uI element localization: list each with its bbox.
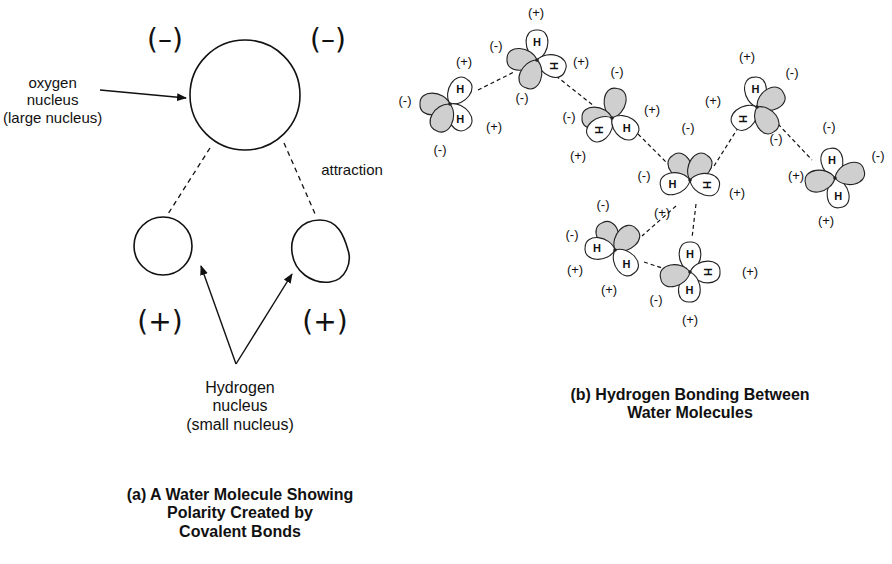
- charge-sign: (+): [644, 103, 660, 118]
- oxygen-center: [448, 102, 452, 106]
- charge-sign: (-): [563, 110, 576, 125]
- charge-sign: (–): [147, 24, 183, 56]
- charge-sign: (+): [742, 265, 758, 280]
- charge-sign: (-): [650, 293, 663, 308]
- hydrogen-bonds: [478, 72, 812, 270]
- charge-sign: (+): [567, 263, 583, 278]
- oxygen-center: [613, 248, 617, 252]
- water-molecules: [420, 30, 867, 302]
- charge-sign: (+): [729, 186, 745, 201]
- hydrogen-lobe: [584, 237, 616, 261]
- hydrogen-lobe: [606, 109, 643, 144]
- charge-sign: (+): [137, 306, 182, 338]
- part-label: attraction: [321, 161, 383, 178]
- hydrogen-circle: [134, 217, 192, 275]
- charge-sign: (-): [786, 66, 799, 81]
- figure-caption: (b) Hydrogen Bonding Between Water Molec…: [570, 386, 809, 423]
- figure-caption: (a) A Water Molecule Showing Polarity Cr…: [127, 486, 354, 541]
- charge-sign: (+): [486, 120, 502, 135]
- hydrogen-symbol: H: [623, 122, 631, 135]
- charge-sign: (+): [818, 214, 834, 229]
- charge-sign: (–): [310, 24, 346, 56]
- charge-sign: (+): [788, 169, 804, 184]
- hydrogen-symbol: H: [592, 126, 605, 134]
- charge-sign: (+): [570, 149, 586, 164]
- charge-sign: (-): [770, 132, 783, 147]
- hydrogen-lobe: [687, 169, 722, 198]
- charge-sign: (-): [597, 198, 610, 213]
- hydrogen-symbol: H: [701, 181, 714, 189]
- oxygen-center: [755, 105, 759, 109]
- charge-sign: (-): [434, 143, 447, 158]
- leader-arrow: [100, 90, 186, 98]
- charge-sign: (+): [302, 306, 347, 338]
- lone-pair-lobe: [426, 99, 459, 136]
- hydrogen-lobe: [607, 243, 643, 280]
- hydrogen-symbol: H: [685, 284, 693, 297]
- charge-sign: (-): [490, 39, 503, 54]
- charge-sign: (+): [573, 55, 589, 70]
- charge-sign: (-): [611, 65, 624, 80]
- hydrogen-circle: [292, 220, 349, 282]
- charge-sign: (+): [682, 313, 698, 328]
- oxygen-center: [833, 176, 837, 180]
- charge-sign: (+): [456, 55, 472, 70]
- charge-sign: (-): [872, 149, 885, 164]
- oxygen-center: [610, 116, 614, 120]
- oxygen-circle: [190, 40, 300, 150]
- hydrogen-symbol: H: [456, 83, 464, 96]
- hydrogen-symbol: H: [828, 154, 836, 167]
- charge-sign: (+): [601, 283, 617, 298]
- charge-sign: (+): [739, 50, 755, 65]
- hydrogen-symbol: H: [623, 257, 631, 270]
- hydrogen-symbol: H: [686, 248, 694, 261]
- hydrogen-symbol: H: [834, 189, 842, 202]
- charge-sign: (-): [516, 91, 529, 106]
- part-label: Hydrogen nucleus (small nucleus): [186, 379, 294, 434]
- lone-pair-lobe: [804, 167, 837, 194]
- charge-sign: (-): [638, 169, 651, 184]
- hydrogen-symbol: H: [702, 268, 715, 276]
- charge-sign: (+): [654, 206, 670, 221]
- attraction-line: [284, 143, 316, 216]
- oxygen-center: [688, 270, 692, 274]
- hydrogen-symbol: H: [593, 242, 601, 255]
- leader-arrow: [236, 274, 292, 364]
- lone-pair-lobe: [832, 160, 867, 189]
- leader-arrow: [201, 266, 236, 364]
- charge-sign: (-): [399, 94, 412, 109]
- hydrogen-lobe: [658, 169, 692, 197]
- charge-sign: (-): [823, 120, 836, 135]
- oxygen-center: [688, 178, 692, 182]
- charge-sign: (+): [705, 94, 721, 109]
- hydrogen-symbol: H: [751, 83, 759, 96]
- hydrogen-symbol: H: [668, 177, 676, 190]
- oxygen-center: [535, 58, 539, 62]
- charge-sign: (+): [528, 6, 544, 21]
- charge-sign: (-): [566, 228, 579, 243]
- charge-sign: (-): [682, 121, 695, 136]
- part-label: oxygen nucleus (large nucleus): [3, 74, 102, 126]
- hydrogen-symbol: H: [533, 36, 541, 49]
- hydrogen-symbol: H: [737, 115, 750, 123]
- lone-pair-lobe: [516, 56, 547, 92]
- hydrogen-symbol: H: [548, 62, 561, 70]
- attraction-line: [168, 148, 210, 214]
- hydrogen-symbol: H: [456, 112, 464, 125]
